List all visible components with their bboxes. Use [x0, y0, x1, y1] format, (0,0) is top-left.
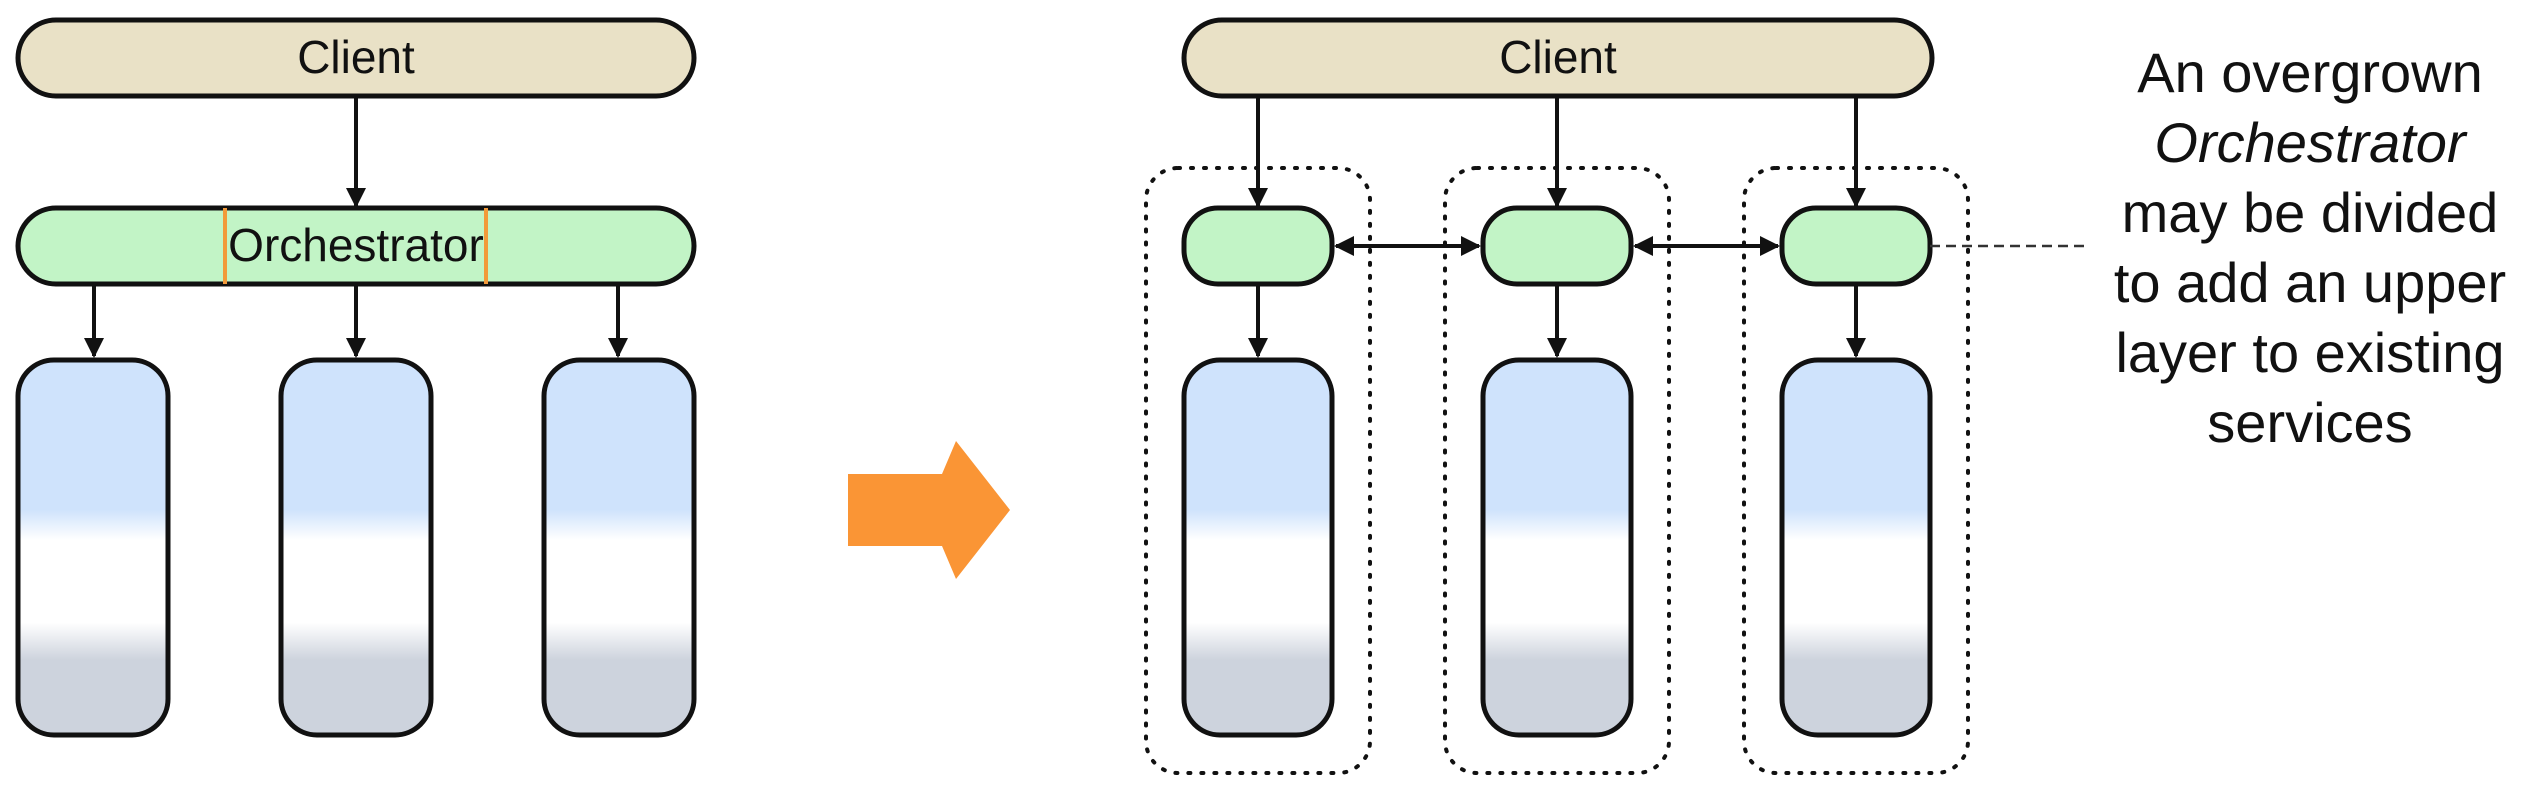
right-service-3: [1779, 357, 1933, 738]
note-line-1: An overgrown: [2137, 41, 2483, 104]
note-line-3: may be divided: [2122, 181, 2499, 244]
orchestrator-part-2: [1480, 205, 1634, 287]
right-service-1: [1181, 357, 1335, 738]
left-service-1: [15, 357, 171, 738]
left-diagram: Client Orchestrator: [15, 17, 697, 738]
note-line-4: to add an upper: [2114, 251, 2506, 314]
note-line-5: layer to existing: [2115, 321, 2504, 384]
left-orchestrator-label: Orchestrator: [228, 219, 484, 271]
left-service-2: [278, 357, 434, 738]
orchestrator-part-3: [1779, 205, 1933, 287]
left-service-3: [541, 357, 697, 738]
note-line-2: Orchestrator: [2154, 111, 2468, 174]
annotation-note: An overgrown Orchestrator may be divided…: [2114, 41, 2506, 454]
left-client-label: Client: [297, 31, 415, 83]
right-arrow-icon: [848, 441, 1010, 579]
right-diagram: Client: [1144, 17, 2090, 775]
right-client-label: Client: [1499, 31, 1617, 83]
orchestrator-part-1: [1181, 205, 1335, 287]
note-line-6: services: [2207, 391, 2412, 454]
right-service-2: [1480, 357, 1634, 738]
